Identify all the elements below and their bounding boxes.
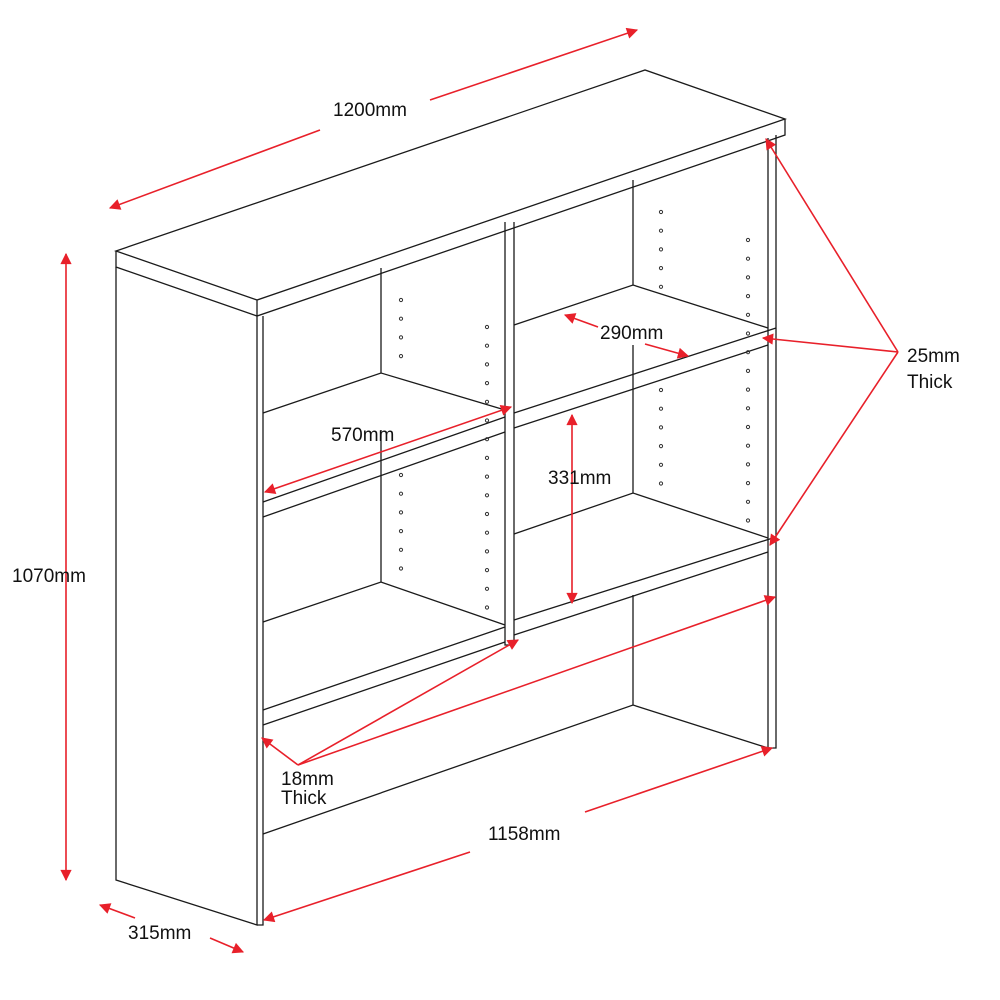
label-panel-thick-word: Thick: [907, 372, 953, 393]
arrow-inner-width-right: [584, 745, 774, 813]
pin-hole: [745, 424, 751, 430]
pin-hole: [484, 324, 490, 330]
pin-hole: [484, 549, 490, 554]
pin-hole: [745, 499, 751, 504]
leader-25-top: [765, 138, 899, 353]
label-depth: 315mm: [128, 923, 191, 944]
pin-hole: [745, 237, 751, 243]
pin-hole: [745, 275, 751, 280]
pin-hole: [398, 510, 404, 515]
pin-hole: [745, 294, 751, 299]
pin-hole: [745, 331, 751, 336]
pin-hole: [745, 387, 751, 392]
pin-hole: [484, 381, 490, 386]
shelf-pin-holes: [398, 209, 751, 610]
shelf-right-lower: [513, 492, 777, 636]
pin-hole: [658, 481, 664, 486]
pin-hole: [484, 586, 490, 591]
label-height: 1070mm: [12, 566, 86, 587]
top-panel: [114, 69, 787, 317]
pin-hole: [658, 266, 664, 271]
label-shelf-width: 570mm: [331, 425, 394, 446]
pin-hole: [745, 443, 751, 448]
leader-18-left: [261, 737, 299, 766]
pin-hole: [398, 297, 404, 303]
pin-hole: [658, 284, 664, 289]
pin-hole: [658, 406, 664, 411]
left-side-panel: [115, 267, 264, 926]
pin-hole: [484, 399, 490, 404]
pin-hole: [745, 368, 751, 373]
pin-hole: [658, 425, 664, 430]
pin-hole: [745, 312, 751, 317]
pin-hole: [658, 462, 664, 467]
leader-18-right: [297, 595, 777, 766]
label-width: 1200mm: [333, 100, 407, 121]
pin-hole: [484, 568, 490, 573]
pin-hole: [745, 256, 751, 261]
pin-hole: [484, 418, 490, 423]
pin-hole: [745, 481, 751, 486]
pin-hole: [745, 406, 751, 411]
pin-hole: [484, 362, 490, 367]
arrow-shelf-width: [263, 404, 513, 495]
back-panel-lines: [380, 180, 634, 705]
arrow-shelf-depth-left: [563, 313, 599, 328]
pin-hole: [745, 518, 751, 523]
label-shelf-thick-word: Thick: [281, 788, 327, 809]
pin-hole: [484, 437, 490, 442]
pin-hole: [658, 228, 664, 233]
pin-hole: [658, 444, 664, 449]
pin-hole: [484, 605, 490, 610]
pin-hole: [484, 343, 490, 348]
label-shelf-depth: 290mm: [600, 323, 663, 344]
leader-25-low: [769, 351, 899, 546]
shelf-right-upper: [513, 284, 777, 429]
pin-hole: [658, 247, 664, 252]
arrow-shelf-depth-right: [644, 343, 690, 359]
bottom-panel: [262, 704, 769, 835]
arrow-width-left: [108, 129, 321, 210]
pin-hole: [484, 493, 490, 498]
center-divider: [504, 222, 515, 646]
shelf-left-lower: [262, 581, 506, 726]
pin-hole: [398, 335, 404, 340]
pin-hole: [484, 511, 490, 517]
label-shelf-thick-value: 18mm: [281, 769, 334, 790]
leader-18-divider: [297, 639, 519, 766]
arrow-depth-left: [98, 903, 136, 919]
pin-hole: [745, 350, 751, 355]
dimension-labels: 1200mm 1070mm 315mm 1158mm 570mm 290mm 3…: [12, 100, 960, 944]
pin-hole: [484, 530, 490, 535]
arrow-inner-width-left: [262, 851, 471, 923]
pin-hole: [398, 354, 404, 359]
pin-hole: [398, 529, 404, 534]
pin-hole: [658, 387, 664, 393]
label-panel-thick-value: 25mm: [907, 346, 960, 367]
leader-25-mid: [761, 333, 899, 353]
pin-hole: [745, 462, 751, 467]
pin-hole: [398, 547, 404, 552]
cabinet-outline: [114, 69, 787, 926]
pin-hole: [484, 455, 490, 460]
pin-hole: [398, 491, 404, 496]
arrow-width-right: [429, 27, 639, 101]
pin-hole: [398, 566, 404, 571]
arrow-depth-right: [209, 937, 245, 954]
pin-hole: [658, 209, 664, 215]
pin-hole: [398, 316, 404, 321]
pin-hole: [484, 474, 490, 479]
right-side-panel: [767, 135, 777, 749]
dimension-arrows: [60, 27, 899, 954]
pin-hole: [398, 472, 404, 478]
label-shelf-gap: 331mm: [548, 468, 611, 489]
label-inner-width: 1158mm: [488, 824, 561, 845]
